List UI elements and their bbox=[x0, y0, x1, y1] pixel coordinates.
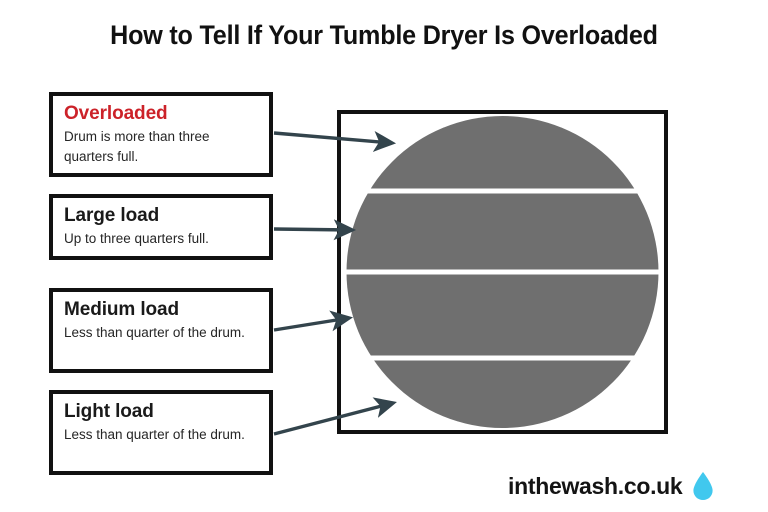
label-body-overloaded: Drum is more than three quarters full. bbox=[64, 129, 210, 164]
label-heading-overloaded: Overloaded bbox=[64, 103, 168, 124]
water-drop-icon bbox=[693, 472, 714, 500]
label-body-large-load: Up to three quarters full. bbox=[64, 231, 209, 247]
label-heading-light-load: Light load bbox=[64, 401, 154, 422]
page-title: How to Tell If Your Tumble Dryer Is Over… bbox=[110, 20, 658, 50]
drum-divider-line-3 bbox=[341, 355, 664, 361]
label-heading-medium-load: Medium load bbox=[64, 299, 180, 320]
label-box-overloaded: Overloaded Drum is more than three quart… bbox=[49, 92, 273, 177]
brand-footer: inthewash.co.uk bbox=[508, 468, 758, 504]
drum-divider-line-1 bbox=[341, 188, 664, 194]
drum-diagram bbox=[337, 110, 668, 434]
label-box-light-load: Light load Less than quarter of the drum… bbox=[49, 390, 273, 475]
label-body-light-load: Less than quarter of the drum. bbox=[64, 427, 245, 443]
brand-name: inthewash.co.uk bbox=[508, 472, 683, 499]
drum-divider-line-2 bbox=[341, 269, 664, 275]
label-box-medium-load: Medium load Less than quarter of the dru… bbox=[49, 288, 273, 373]
label-heading-large-load: Large load bbox=[64, 205, 160, 226]
label-body-medium-load: Less than quarter of the drum. bbox=[64, 325, 245, 341]
drum-clip bbox=[341, 114, 664, 430]
label-box-large-load: Large load Up to three quarters full. bbox=[49, 194, 273, 260]
